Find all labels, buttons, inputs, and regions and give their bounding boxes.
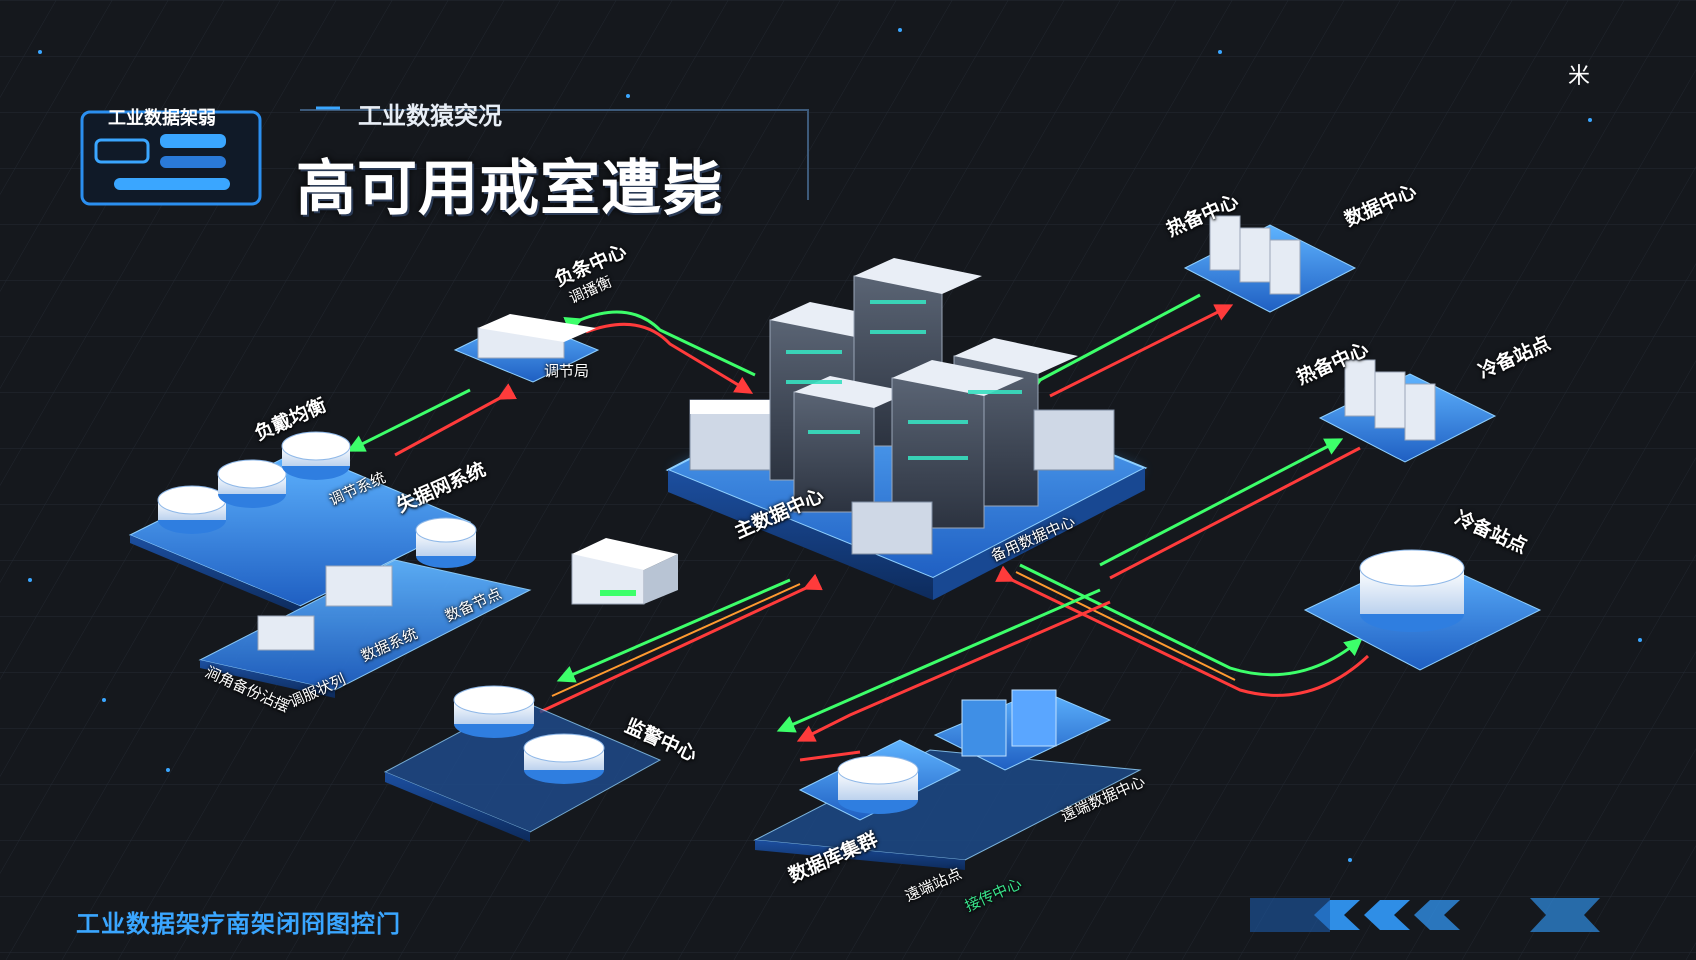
load-center-switch <box>453 314 600 383</box>
logo-label: 工业数据架弱 <box>108 108 216 129</box>
cold-site <box>1303 549 1542 671</box>
db-platform <box>383 685 662 842</box>
logo-panel <box>80 110 262 206</box>
main-datacenter <box>665 258 1148 600</box>
data-system-platform <box>198 517 532 698</box>
router-icon <box>157 485 227 534</box>
server-rack <box>793 376 910 513</box>
router-icon <box>217 459 287 508</box>
page-title: 高可用戒室遭毙 <box>296 154 723 224</box>
db-cluster-platform <box>753 689 1142 870</box>
footer-caption: 工业数据架疗南架闭冏图控门 <box>76 910 401 938</box>
chevron-decor <box>1250 898 1600 932</box>
hot-standby-2 <box>1318 359 1497 463</box>
router-icon <box>281 431 351 480</box>
corner-mark: 米 <box>1568 64 1591 89</box>
connection-lines <box>346 293 1370 762</box>
hot-standby-1 <box>1183 215 1357 313</box>
edge-server <box>571 538 678 605</box>
label-switch-tag: 调节局 <box>544 362 590 380</box>
star-dots <box>28 28 1642 862</box>
server-rack <box>891 360 1024 529</box>
title-frame <box>300 106 809 200</box>
page-subtitle: 工业数猿突况 <box>358 102 502 130</box>
